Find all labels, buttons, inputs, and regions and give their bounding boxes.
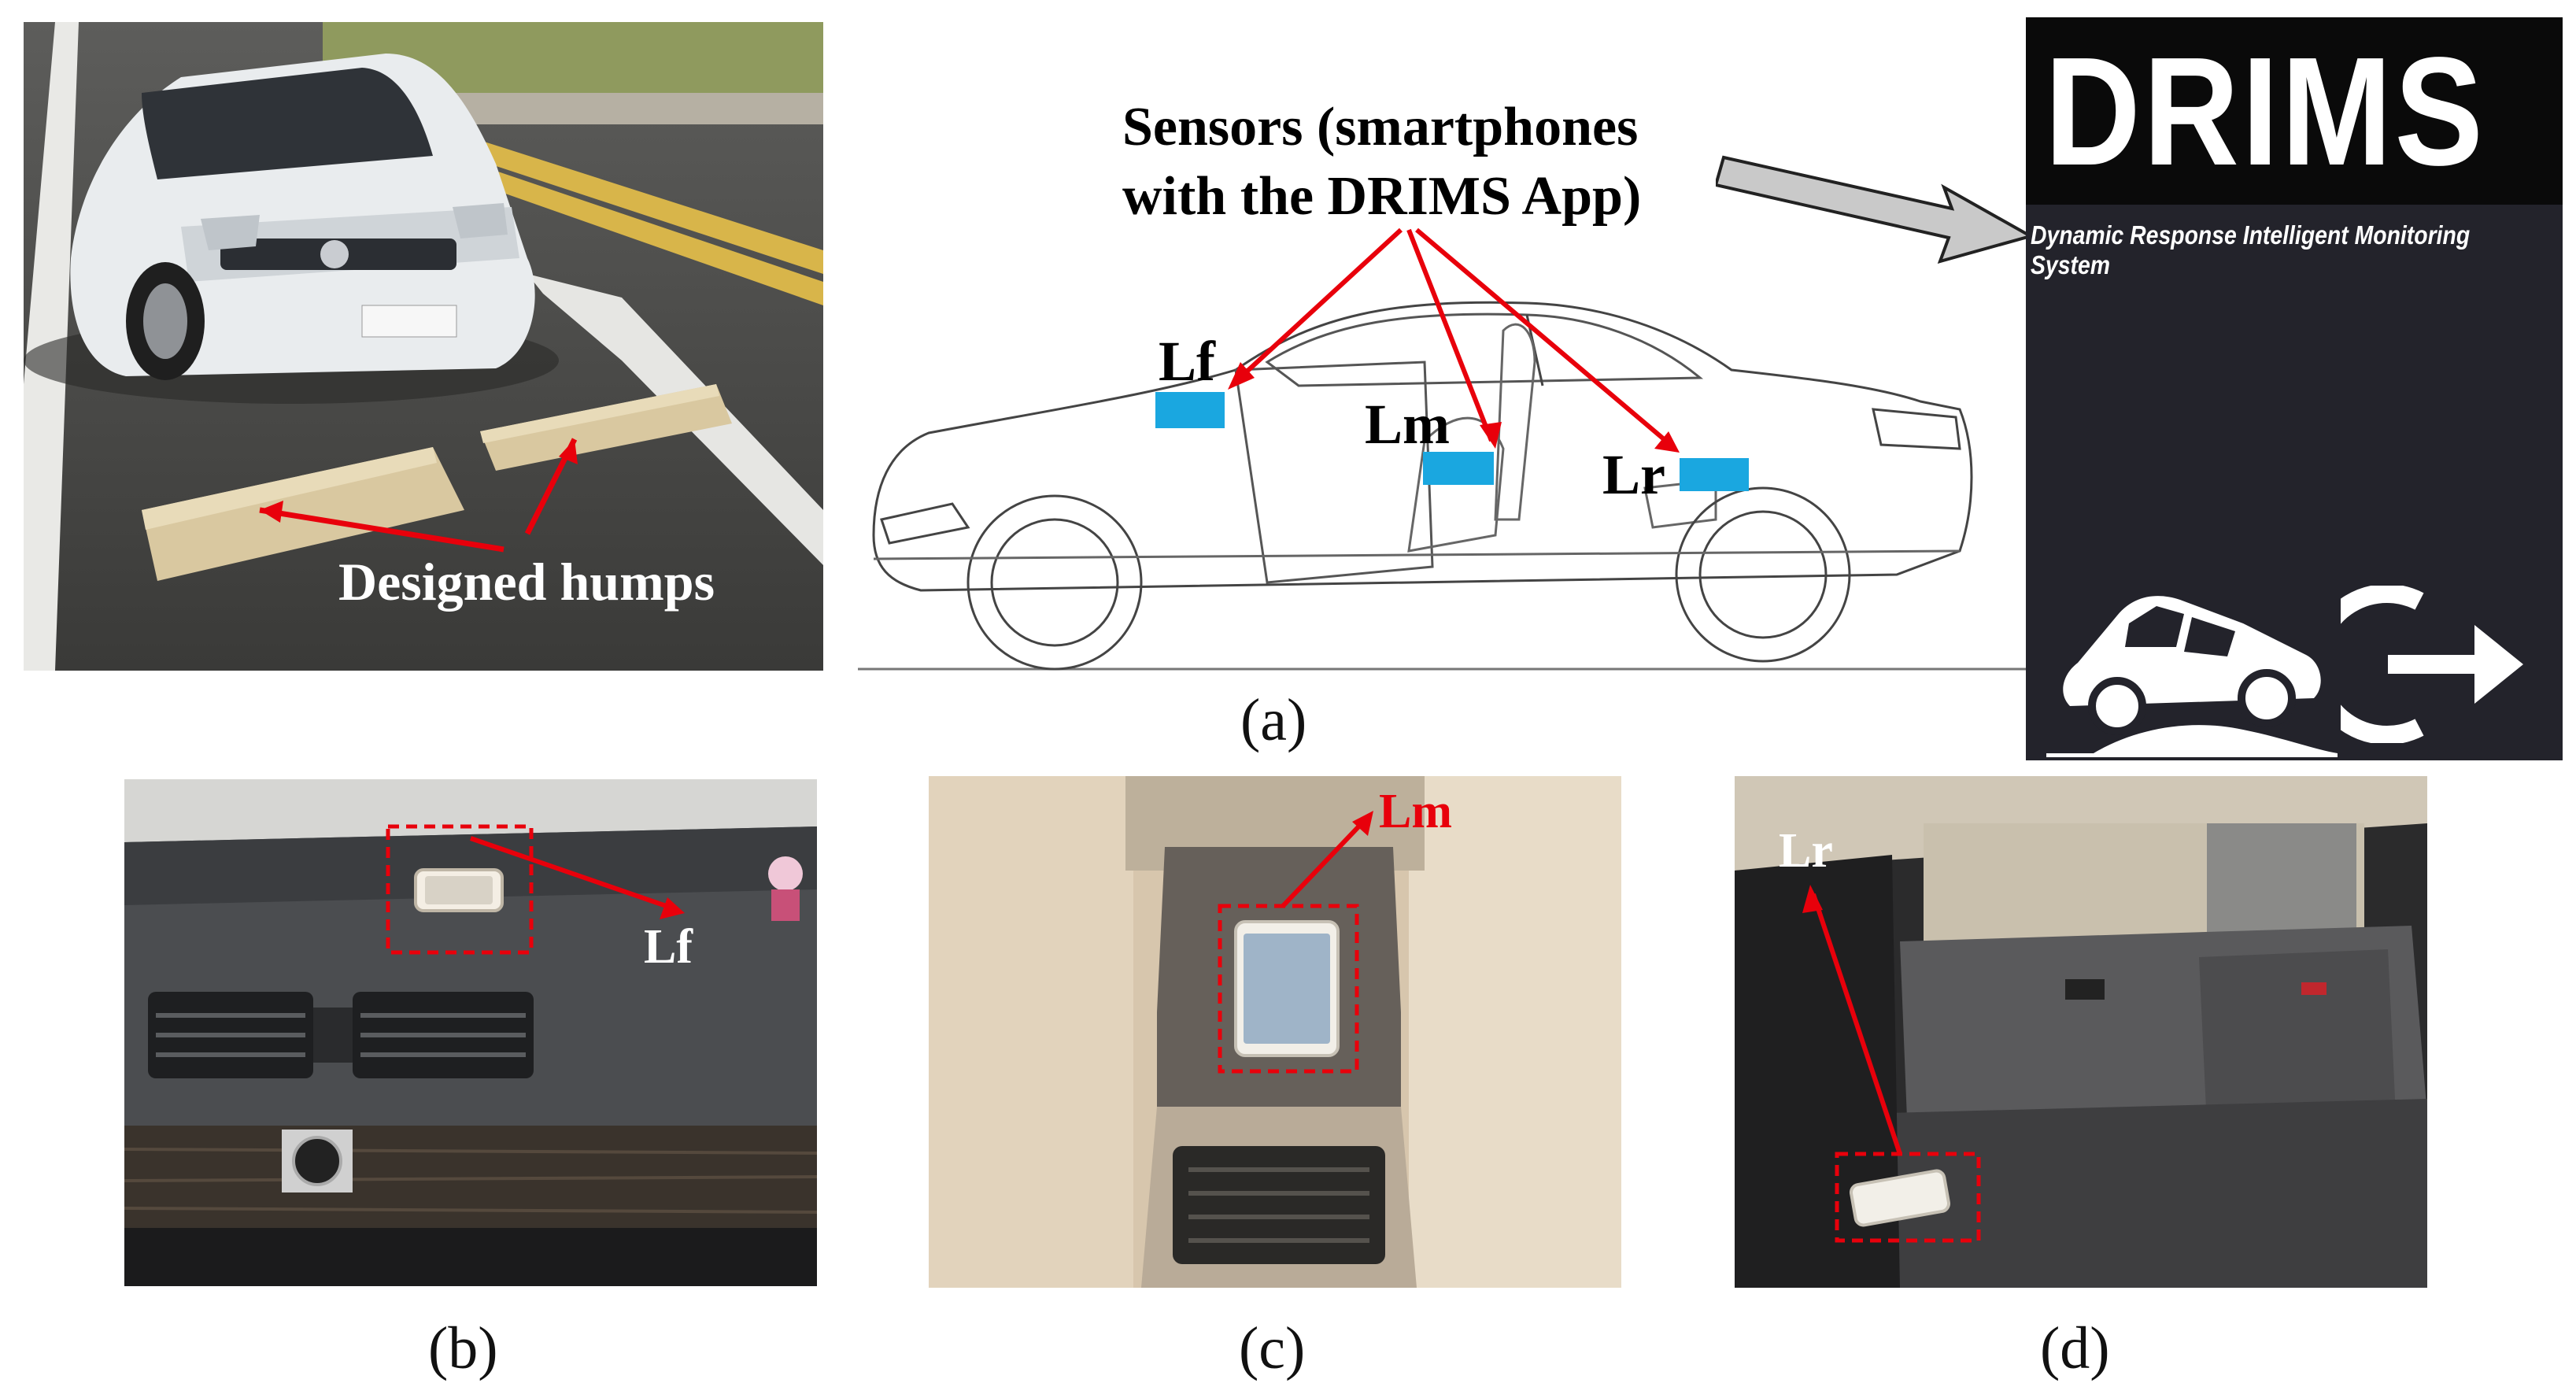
caption-d: (d) bbox=[2040, 1315, 2110, 1381]
armrest-scene bbox=[929, 776, 1621, 1288]
label-lr: Lr bbox=[1779, 824, 1833, 878]
sensor-arrows bbox=[1228, 227, 1680, 453]
sensor-lf-block bbox=[1155, 392, 1225, 428]
caption-c: (c) bbox=[1239, 1315, 1306, 1381]
drims-app-screen: DRIMS Dynamic Response Intelligent Monit… bbox=[2026, 17, 2563, 760]
sensor-lr-label: Lr bbox=[1602, 443, 1665, 506]
sedan-outline bbox=[858, 301, 2031, 671]
drims-title: DRIMS bbox=[2045, 25, 2486, 198]
arrow-right-circle-icon bbox=[2341, 586, 2523, 743]
label-lf: Lf bbox=[644, 920, 693, 974]
sensor-lf-label: Lf bbox=[1159, 330, 1215, 393]
sedan-diagram: Lf Lm Lr Sensors (smartphones with the D… bbox=[858, 79, 2031, 677]
sensor-lr-block bbox=[1680, 458, 1749, 491]
car-over-bump-icon bbox=[2046, 596, 2338, 757]
sensors-label-line1: Sensors (smartphones bbox=[1122, 97, 1639, 157]
photo-dashboard-lf: Lf bbox=[124, 779, 817, 1286]
designed-humps-label: Designed humps bbox=[338, 552, 715, 612]
sensors-label-line2: with the DRIMS App) bbox=[1122, 166, 1642, 227]
caption-a: (a) bbox=[1240, 687, 1307, 753]
photo-trunk-lr: Lr bbox=[1735, 776, 2427, 1288]
car-hump-scene bbox=[24, 22, 823, 671]
dashboard-scene bbox=[124, 779, 817, 1286]
caption-b: (b) bbox=[428, 1315, 498, 1381]
sensor-lm-label: Lm bbox=[1365, 393, 1450, 456]
app-pointer-arrow bbox=[1716, 155, 2035, 264]
photo-armrest-lm: Lm bbox=[929, 776, 1621, 1288]
label-lm: Lm bbox=[1379, 785, 1452, 838]
sensor-lm-block bbox=[1423, 452, 1494, 485]
drims-subtitle: Dynamic Response Intelligent Monitoring … bbox=[2031, 220, 2471, 279]
photo-car-with-humps: Designed humps bbox=[24, 22, 823, 671]
trunk-scene bbox=[1735, 776, 2427, 1288]
